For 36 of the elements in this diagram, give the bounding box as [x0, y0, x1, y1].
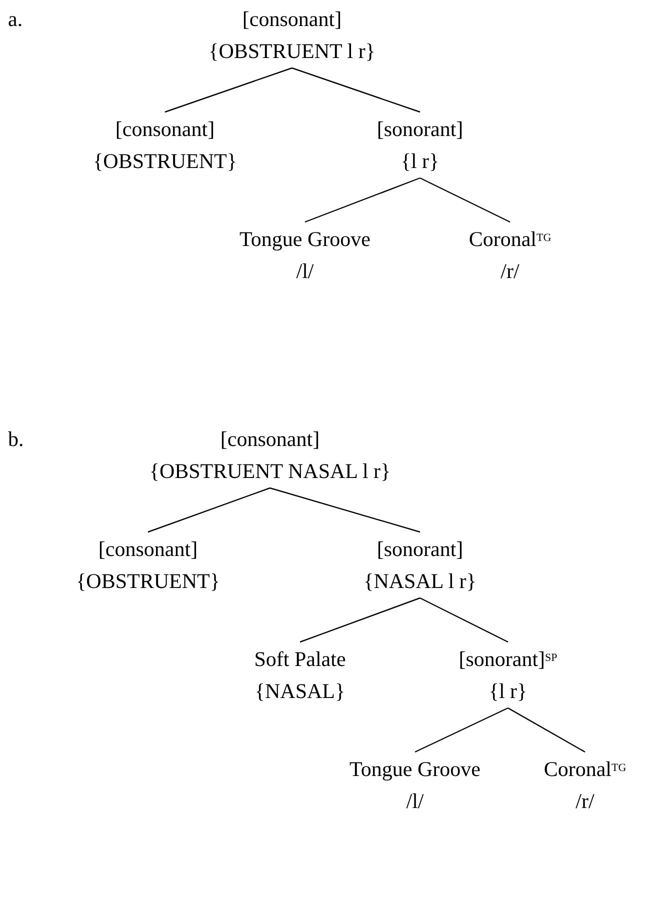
- category-label: Coronal$^{TG}$: [544, 756, 626, 783]
- category-label: [sonorant]: [376, 536, 464, 563]
- tree-branch: [292, 67, 420, 113]
- tree-branch: [164, 67, 292, 113]
- tree-branch: [420, 177, 510, 223]
- category-label: [consonant]: [115, 116, 215, 143]
- feature-set: {OBSTRUENT l r}: [208, 38, 376, 65]
- category-label: [sonorant]: [376, 116, 464, 143]
- category-label: [consonant]: [98, 536, 198, 563]
- tree-branch: [420, 597, 508, 643]
- tree-branch: [148, 487, 270, 533]
- category-label: Soft Palate: [254, 646, 346, 673]
- tree-branch: [270, 487, 420, 533]
- feature-set: /r/: [500, 258, 520, 285]
- feature-set: {l r}: [488, 678, 528, 705]
- feature-set: {OBSTRUENT}: [76, 568, 220, 595]
- tree-branch: [300, 597, 420, 643]
- feature-set: /l/: [296, 258, 314, 285]
- feature-set: /r/: [576, 788, 594, 815]
- tree-branch: [508, 707, 586, 753]
- category-label: [consonant]: [220, 426, 320, 453]
- feature-set: /l/: [406, 788, 424, 815]
- section-label: a.: [8, 6, 23, 33]
- feature-set: {NASAL}: [254, 678, 346, 705]
- feature-set: {OBSTRUENT}: [93, 148, 237, 175]
- tree-branch: [304, 177, 420, 223]
- category-label: Tongue Groove: [240, 226, 370, 253]
- tree-branch: [414, 707, 508, 753]
- category-label: Coronal$^{TG}$: [468, 226, 552, 253]
- feature-set: {NASAL l r}: [364, 568, 476, 595]
- feature-set: {OBSTRUENT NASAL l r}: [149, 458, 391, 485]
- category-label: Tongue Groove: [350, 756, 480, 783]
- section-label: b.: [8, 426, 24, 453]
- feature-set: {l r}: [400, 148, 440, 175]
- category-label: [consonant]: [242, 6, 342, 33]
- category-label: [sonorant]$^{SP}$: [458, 646, 558, 673]
